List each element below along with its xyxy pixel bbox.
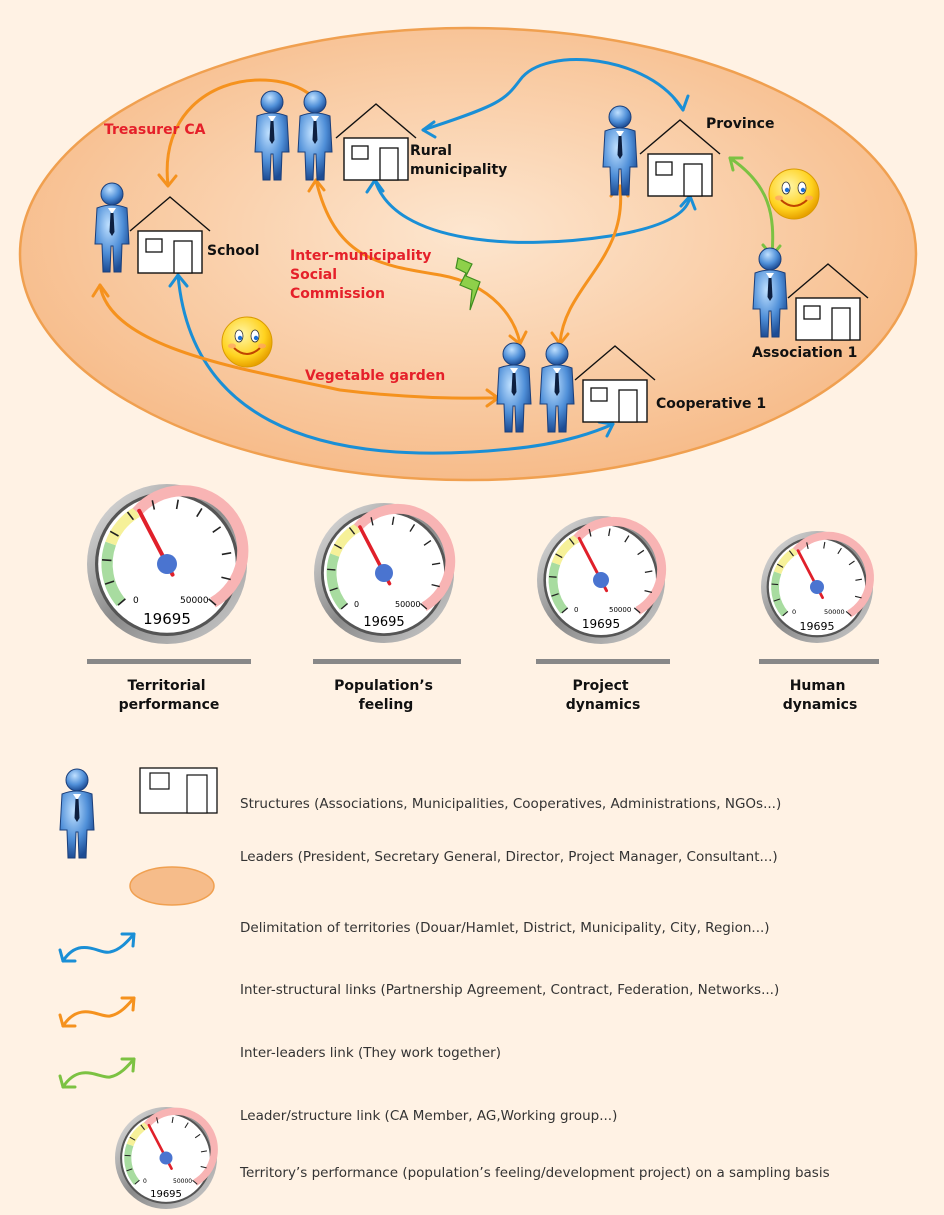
gauge-base-bar (313, 659, 461, 664)
gauge-value: 19695 (363, 615, 404, 630)
gauge-hub (157, 554, 177, 574)
structural-link-municipality-province (421, 58, 685, 132)
gauge-project-dynamics: 0 50000 19695 Project dynamics (536, 516, 670, 713)
gauge-max-label: 50000 (609, 606, 631, 614)
gauge-min-label: 0 (792, 608, 796, 616)
gauge-max-label: 50000 (824, 608, 845, 616)
gauge-row: 0 50000 19695 Territorial performance 0 … (87, 484, 879, 713)
gauge-human-dynamics: 0 50000 19695 Human dynamics (759, 531, 879, 713)
label-rural-municipality: Rural municipality (410, 143, 507, 178)
label-school: School (207, 243, 259, 259)
gauge-base-bar (87, 659, 251, 664)
gauge-base-bar (759, 659, 879, 664)
legend-leader-icon (59, 768, 95, 859)
structural-link-municipality-province-lower (373, 178, 692, 244)
legend-structural-link-icon (61, 932, 136, 963)
gauge-value: 19695 (143, 610, 191, 628)
label-association: Association 1 (752, 345, 857, 361)
gauge-title: Population’s feeling (334, 678, 438, 713)
legend-gauge-value: 19695 (150, 1189, 182, 1200)
leader-structure-link-association (728, 156, 775, 257)
gauge-title: Project dynamics (566, 678, 641, 713)
legend-leader-structure-link-icon (61, 1057, 136, 1089)
lightning-icon (455, 257, 481, 311)
label-treasurer-ca: Treasurer CA (104, 122, 206, 138)
legend-territories-text: Delimitation of territories (Douar/Hamle… (240, 920, 770, 936)
leader-link-province-cooperative (558, 184, 623, 345)
legend-icons: 0 50000 19695 (58, 767, 218, 1209)
legend-structural-links-text: Inter-structural links (Partnership Agre… (240, 982, 780, 998)
gauge-hub (810, 580, 824, 594)
label-cooperative: Cooperative 1 (656, 396, 766, 412)
smiley-icon (221, 316, 273, 368)
legend-structures-text: Structures (Associations, Municipalities… (240, 796, 782, 812)
gauge-hub (375, 564, 393, 582)
gauge-min-label: 0 (133, 596, 139, 606)
label-vegetable-garden: Vegetable garden (305, 368, 445, 384)
smiley-icon (768, 168, 820, 220)
legend-territory-icon (129, 866, 215, 906)
label-province: Province (706, 116, 774, 132)
legend-leader-link-icon (61, 996, 136, 1028)
gauge-hub (593, 572, 609, 588)
gauge-title: Territorial performance (119, 678, 220, 713)
legend-gauge-hub (159, 1151, 173, 1165)
diagram-links (98, 58, 775, 455)
legend-leaders-text: Leaders (President, Secretary General, D… (240, 849, 778, 865)
legend-gauge-min: 0 (143, 1178, 147, 1185)
legend-leader-structure-text: Leader/structure link (CA Member, AG,Wor… (240, 1108, 618, 1124)
leader-link-social-commission (314, 178, 522, 345)
gauge-max-label: 50000 (395, 600, 420, 609)
gauge-value: 19695 (582, 617, 620, 631)
gauge-max-label: 50000 (180, 596, 209, 606)
legend-structure-icon (139, 767, 218, 814)
gauge-min-label: 0 (574, 606, 578, 614)
legend-gauge-max: 50000 (173, 1178, 192, 1185)
leader-link-treasurer (165, 78, 322, 187)
gauge-min-label: 0 (354, 600, 359, 609)
leader-link-school-cooperative (98, 283, 500, 400)
gauge-base-bar (536, 659, 670, 664)
gauge-value: 19695 (800, 620, 835, 633)
legend-performance-text: Territory’s performance (population’s fe… (240, 1165, 830, 1181)
gauge-title: Human dynamics (783, 678, 858, 713)
gauge-territorial-performance: 0 50000 19695 Territorial performance (87, 484, 251, 713)
gauge-populations-feeling: 0 50000 19695 Population’s feeling (313, 503, 461, 713)
legend-leader-links-text: Inter-leaders link (They work together) (240, 1045, 501, 1061)
label-social-commission: Inter-municipality Social Commission (290, 248, 436, 302)
